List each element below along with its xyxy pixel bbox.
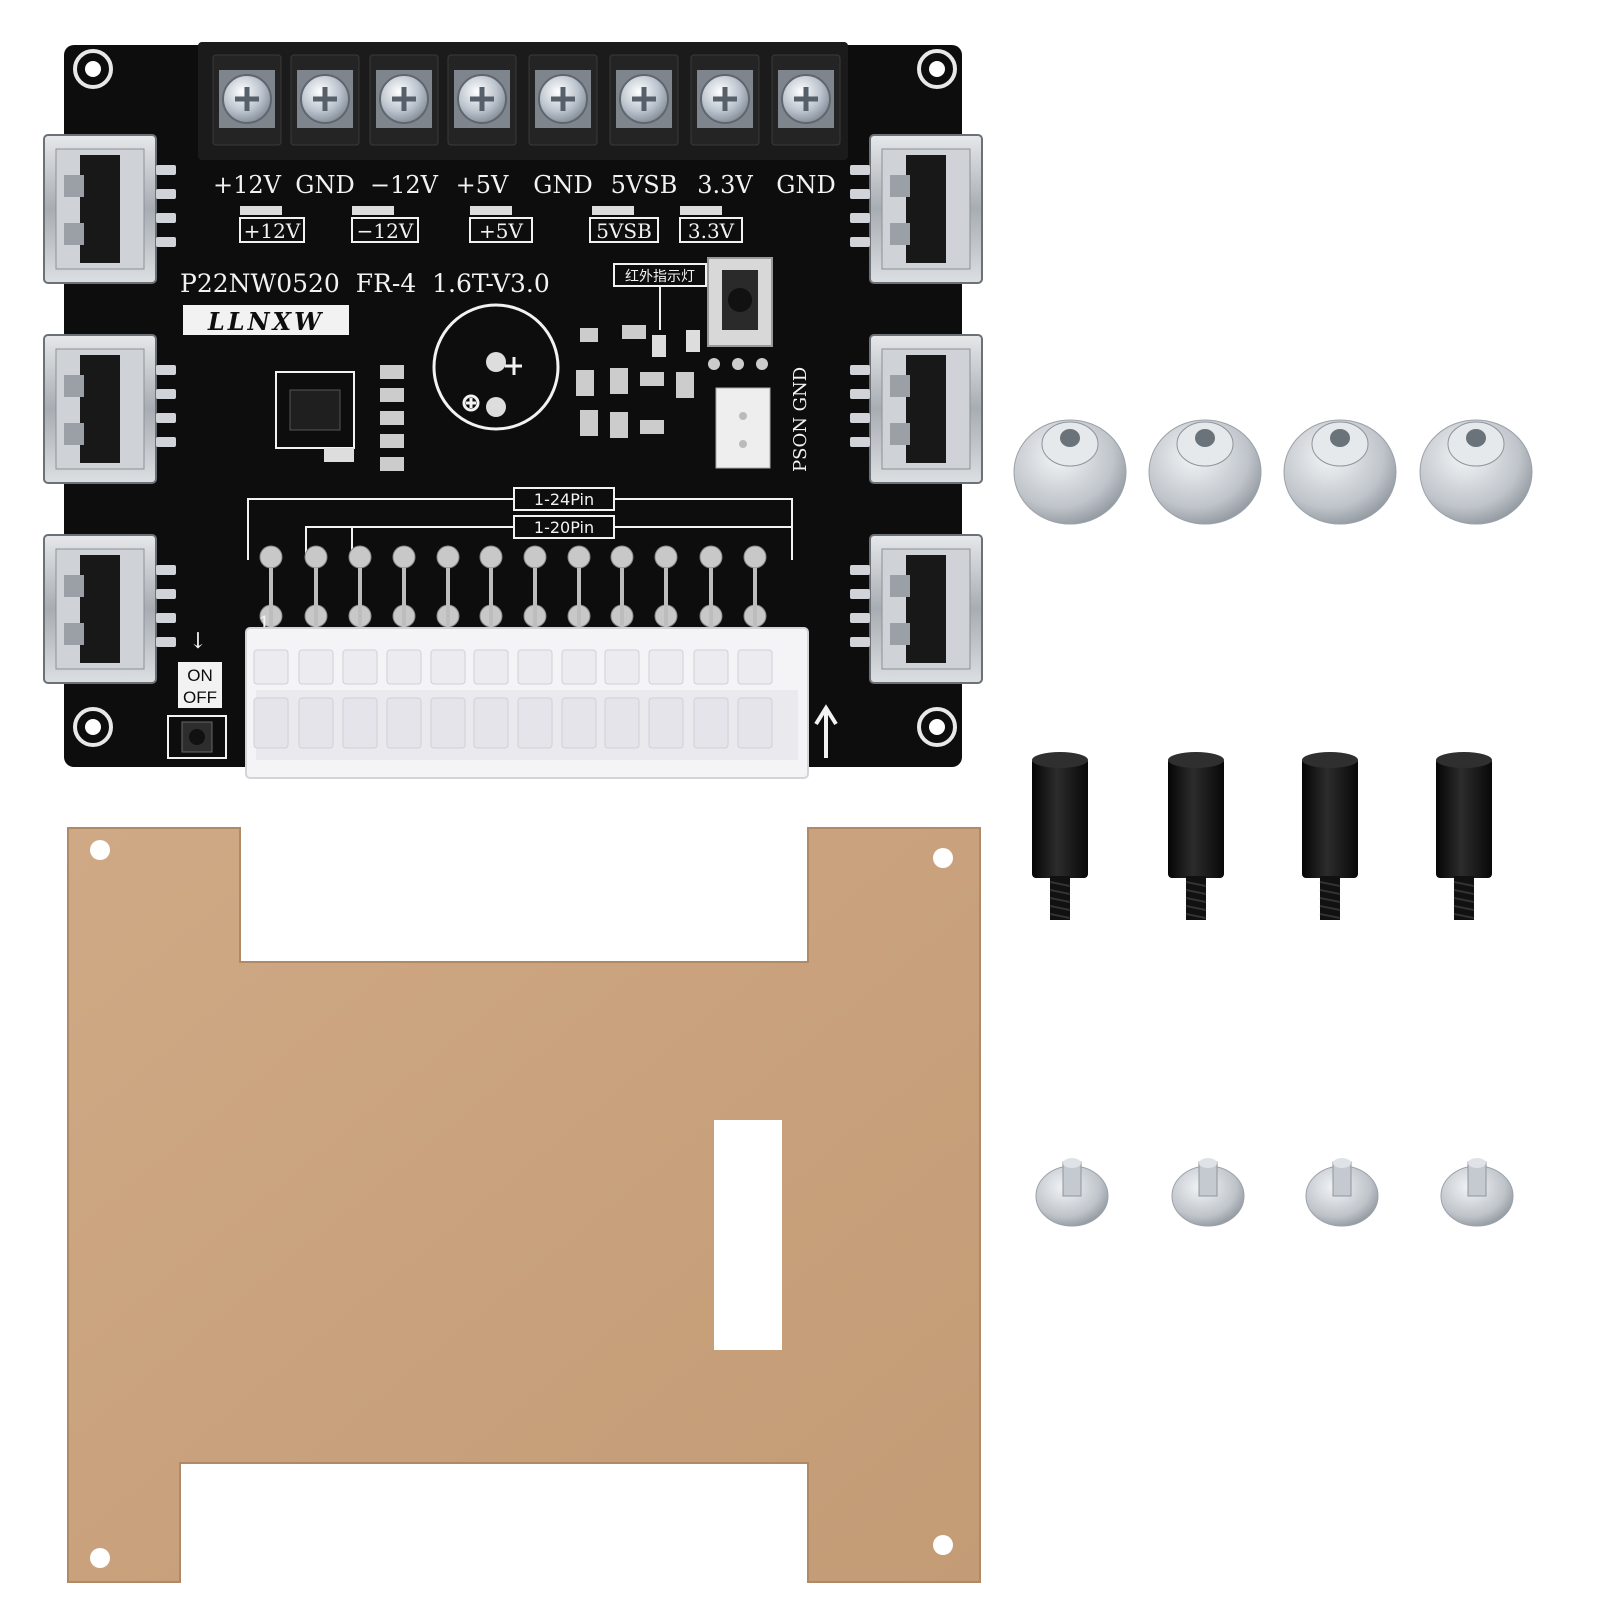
led-label-5: 3.3V [688,219,735,243]
screw-3 [1305,1158,1379,1227]
usb-port-6 [850,534,983,684]
screw-terminal-block [198,42,848,160]
terminal-label-1: +12V [213,171,282,199]
atx-24pin-connector [245,627,809,779]
led-label-4: 5VSB [596,219,652,243]
hex-standoff-2 [1168,752,1224,920]
led-label-2: −12V [357,219,414,243]
pin-top-5 [436,545,460,569]
terminal-label-5: GND [533,171,592,199]
pin-top-4 [392,545,416,569]
terminal-label-2: GND [295,171,354,199]
thumb-nut-2 [1148,419,1262,525]
tactile-switch [167,715,227,759]
usb-port-2 [43,334,176,484]
usb-port-5 [850,334,983,484]
screw-1 [1035,1158,1109,1227]
terminal-label-8: GND [776,171,835,199]
terminal-label-7: 3.3V [697,171,753,199]
connector-cell-11 [693,649,729,685]
terminal-screw-6 [609,54,679,146]
pin-top-1 [259,545,283,569]
usb-port-4 [850,134,983,284]
hex-standoff-3 [1302,752,1358,920]
pin-top-8 [567,545,591,569]
pin-range-markers [247,487,793,560]
pin-top-10 [654,545,678,569]
terminal-label-3: −12V [370,171,439,199]
smd-components [275,325,700,471]
acrylic-cutout [714,1120,782,1350]
connector-cell-12 [737,649,773,685]
ir-receiver [707,257,773,370]
pin-range-label-20: 1-20Pin [534,518,594,537]
terminal-screw-3 [369,54,439,146]
hex-standoff-1 [1032,752,1088,920]
connector-cell-1 [253,649,289,685]
led-label-3: +5V [479,219,523,243]
thumb-nut-4 [1419,419,1533,525]
pcb-surface [64,45,962,767]
terminal-screw-2 [290,54,360,146]
brand-logo: LLNXW [207,307,324,336]
connector-cell-8 [561,649,597,685]
terminal-screw-8 [771,54,841,146]
connector-cell-10 [648,649,684,685]
connector-cell-5 [430,649,466,685]
thumb-nut-3 [1283,419,1397,525]
hex-standoff-4 [1436,752,1492,920]
usb-ports [43,134,983,684]
pin-top-7 [523,545,547,569]
led-label-1: +12V [244,219,301,243]
connector-cell-6 [473,649,509,685]
arrow-down-icon: ↓ [189,629,207,654]
connector-cell-9 [604,649,640,685]
brand-logo-plate [183,305,349,335]
switch-label-off: OFF [183,688,217,707]
screw-4 [1440,1158,1514,1227]
pson-gnd-header [715,387,771,469]
mounting-screws [1035,1158,1514,1227]
connector-pins [259,545,767,628]
model-text: P22NW0520 FR-4 1.6T-V3.0 [180,269,550,298]
usb-port-1 [43,134,176,284]
led-indicators: +12V −12V +5V 5VSB 3.3V [239,206,743,243]
acrylic-plate [67,827,981,1583]
connector-cell-3 [342,649,378,685]
thumb-nuts [1013,419,1533,525]
capacitor-outline [432,303,560,431]
terminal-screw-4 [447,54,517,146]
pin-top-3 [348,545,372,569]
pin-top-12 [743,545,767,569]
terminal-screw-1 [212,54,282,146]
terminal-labels: +12V GND −12V +5V GND 5VSB 3.3V GND [213,171,836,199]
connector-cell-7 [517,649,553,685]
screw-2 [1171,1158,1245,1227]
pson-gnd-label: PSON GND [790,367,811,472]
hex-standoffs [1032,752,1492,920]
usb-port-3 [43,534,176,684]
pin-range-label-24: 1-24Pin [534,490,594,509]
terminal-screw-7 [690,54,760,146]
connector-cell-4 [386,649,422,685]
switch-label-on: ON [187,666,213,685]
terminal-label-6: 5VSB [611,171,678,199]
switch-label-plate [178,662,222,708]
pin-top-2 [304,545,328,569]
terminal-label-4: +5V [456,171,509,199]
pin-top-6 [479,545,503,569]
pcb-board: +12V GND −12V +5V GND 5VSB 3.3V GND +12V… [43,42,983,779]
ir-label: 红外指示灯 [625,269,695,285]
pin-top-11 [699,545,723,569]
mounting-holes [73,49,957,747]
connector-cell-2 [298,649,334,685]
thumb-nut-1 [1013,419,1127,525]
pin-top-9 [610,545,634,569]
terminal-screw-5 [528,54,598,146]
